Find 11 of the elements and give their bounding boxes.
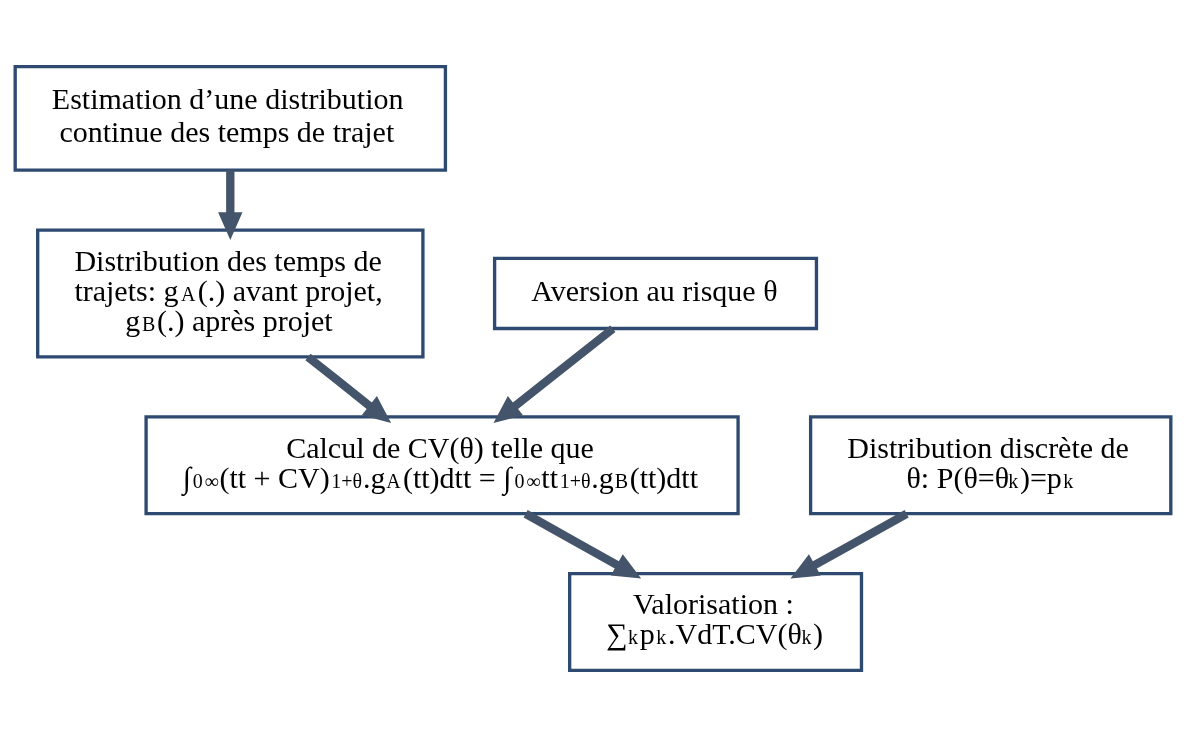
node-box: Estimation d’une distribution continue des temps de trajet (13, 64, 448, 172)
arrow (218, 169, 243, 240)
node-box: Distribution des temps de trajets: gA(.) avant projet, gB(.) après projet (36, 227, 425, 358)
node-box: Valorisation : ∑kpk.VdT.CV(θk) (568, 571, 864, 672)
arrow (305, 353, 392, 423)
node-box: Distribution discrète de θ: P(θ=θk)=pk (808, 414, 1173, 515)
node-box: Aversion au risque θ (492, 256, 819, 330)
arrow (790, 509, 909, 579)
node-box: Calcul de CV(θ) telle que ∫0∞(tt + CV)1+θ.gA(tt)dtt = ∫0∞tt1+θ.gB(tt)dtt (144, 414, 740, 515)
arrow (493, 325, 616, 423)
arrow (523, 509, 642, 579)
